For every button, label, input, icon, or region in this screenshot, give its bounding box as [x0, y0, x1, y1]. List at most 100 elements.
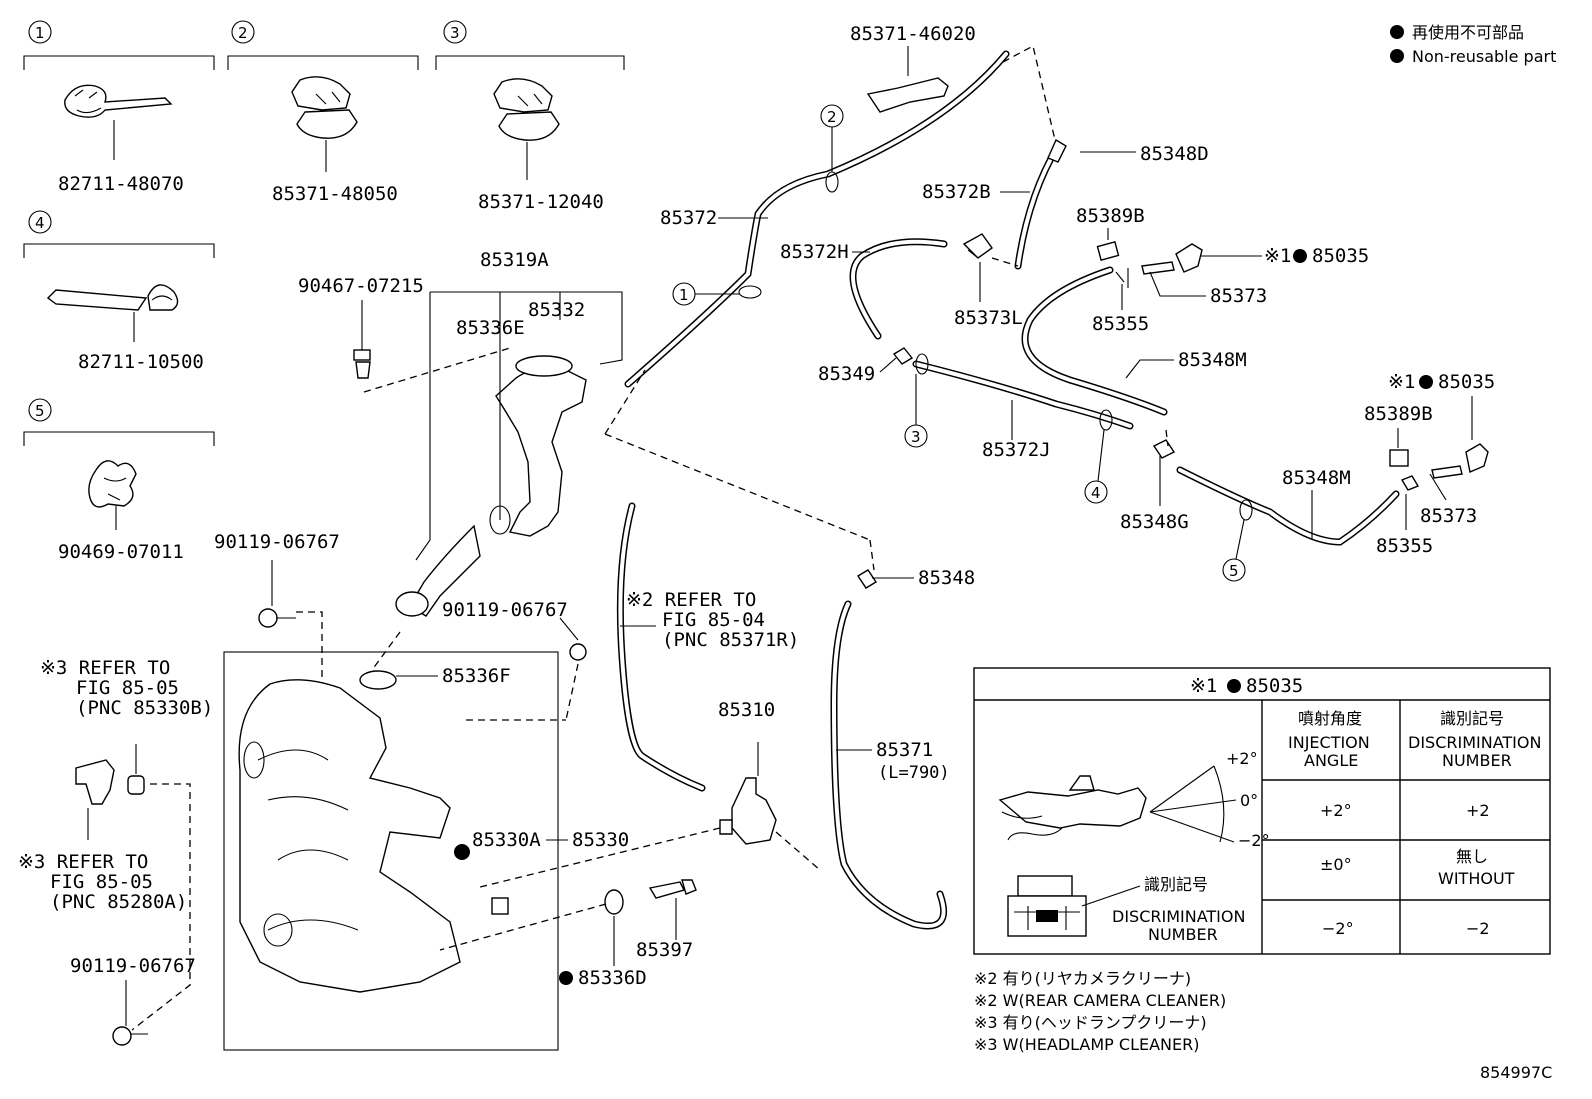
col-header: INJECTION: [1288, 733, 1370, 752]
connector-85389B-2[interactable]: [1389, 449, 1409, 467]
non-reusable-dot-icon: [1419, 375, 1433, 389]
hose-85371[interactable]: [830, 600, 948, 930]
table-cell: ±0°: [1320, 855, 1352, 874]
label: 85389B: [1364, 403, 1433, 425]
joint-85348[interactable]: [857, 569, 877, 589]
ident-label: 識別記号: [1144, 875, 1208, 894]
label: 85330A: [472, 829, 541, 851]
spray-angle: +2°: [1226, 749, 1258, 768]
svg-text:4: 4: [1091, 484, 1101, 502]
nozzle-85035-1[interactable]: [1141, 243, 1203, 275]
group-num: 1: [35, 24, 45, 42]
table-cell: +2: [1466, 801, 1490, 820]
labels: 85371-46020 85348D 85372B 85372 85372H 8…: [18, 23, 1495, 989]
group-3[interactable]: 3 85371-12040: [435, 20, 625, 213]
clamp-1-icon: [738, 285, 762, 299]
svg-text:5: 5: [1229, 562, 1239, 580]
note: ※3 有り(ヘッドランプクリーナ): [974, 1013, 1207, 1032]
label: 90119-06767: [442, 599, 568, 621]
group-num: 5: [35, 402, 45, 420]
clip-icon: [64, 84, 173, 118]
label: 85336E: [456, 317, 525, 339]
table-cell: −2: [1466, 919, 1490, 938]
label: 90119-06767: [70, 955, 196, 977]
joint-85373L[interactable]: [962, 233, 993, 259]
hose-85348M-lower[interactable]: [1176, 466, 1400, 546]
label: ※3 REFER TO: [40, 657, 170, 679]
joint-85355-2[interactable]: [1400, 475, 1420, 491]
table-cell: +2°: [1320, 801, 1352, 820]
nozzle-illustration-icon: [998, 765, 1237, 843]
hose-85372H[interactable]: [849, 238, 948, 340]
ident-label: NUMBER: [1148, 925, 1218, 944]
group-1[interactable]: 1 82711-48070: [23, 20, 215, 195]
joint-85349[interactable]: [892, 347, 914, 365]
group-4[interactable]: 4 82711-10500: [23, 210, 215, 373]
washer-tank-85330[interactable]: [238, 679, 461, 993]
hose-85348M-upper[interactable]: [1021, 266, 1168, 416]
label: (PNC 85330B): [76, 697, 213, 719]
clamp-5-icon: [1239, 499, 1253, 521]
label: 85332: [528, 299, 585, 321]
grommet[interactable]: [491, 897, 509, 915]
col-header: ANGLE: [1304, 751, 1358, 770]
clip-icon: [88, 460, 137, 508]
ident-label: DISCRIMINATION: [1112, 907, 1245, 926]
bolt-90119-c[interactable]: [112, 1026, 148, 1046]
label: (L=790): [878, 763, 950, 783]
label: 85035: [1438, 371, 1495, 393]
filler-pipe-85319A[interactable]: [395, 355, 587, 617]
legend-jp: 再使用不可部品: [1412, 23, 1524, 42]
table-title-part: 85035: [1246, 675, 1303, 697]
non-reusable-dot-icon: [1390, 49, 1404, 63]
label: FIG 85-05: [76, 677, 179, 699]
pump-85310[interactable]: [719, 777, 777, 845]
nozzle-85035-2[interactable]: [1431, 443, 1489, 479]
joint-85348G[interactable]: [1152, 429, 1176, 459]
label: ※1: [1388, 371, 1415, 393]
sensor-85397[interactable]: [648, 879, 697, 899]
non-reusable-dot-icon: [559, 971, 573, 985]
label: 85035: [1312, 245, 1369, 267]
label: 85372J: [982, 439, 1051, 461]
figure-code: 854997C: [1480, 1063, 1552, 1082]
group-5[interactable]: 5 90469-07011: [23, 398, 215, 563]
label: ※1: [1264, 245, 1291, 267]
seal-85336F[interactable]: [359, 670, 397, 690]
grommet-85330A[interactable]: [454, 844, 470, 860]
hose-85372B[interactable]: [1014, 138, 1067, 270]
legend: 再使用不可部品 Non-reusable part: [1390, 23, 1556, 66]
spray-angle: 0°: [1240, 791, 1258, 810]
table-cell: −2°: [1322, 919, 1354, 938]
group-num: 3: [450, 24, 460, 42]
connector-85389B-1[interactable]: [1096, 241, 1120, 261]
col-header: DISCRIMINATION: [1408, 733, 1541, 752]
label: (PNC 85280A): [50, 891, 187, 913]
hose-rear-camera[interactable]: [616, 502, 706, 792]
non-reusable-dot-icon: [1293, 249, 1307, 263]
callouts: 1 2 3 4 5: [672, 104, 1246, 582]
bolt-90119-b[interactable]: [569, 643, 587, 661]
hose-85372J[interactable]: [912, 353, 1134, 431]
part-number: 90469-07011: [58, 541, 184, 563]
clip-90467[interactable]: [353, 349, 371, 379]
hose-85372[interactable]: [624, 50, 1010, 388]
grommet-85330B-ref[interactable]: [127, 775, 145, 795]
label: 85349: [818, 363, 875, 385]
col-header: 噴射角度: [1298, 709, 1362, 728]
label: 85348D: [1140, 143, 1209, 165]
note: ※2 有り(リヤカメラクリーナ): [974, 969, 1191, 988]
cap-85332[interactable]: [515, 355, 573, 377]
pump-85280A-ref[interactable]: [75, 759, 115, 840]
label: 85348: [918, 567, 975, 589]
group-2[interactable]: 2 85371-48050: [227, 20, 419, 205]
clamp-3-icon: [915, 353, 929, 375]
part-number: 85371-48050: [272, 183, 398, 205]
label: 90119-06767: [214, 531, 340, 553]
seal-85336D[interactable]: [604, 889, 624, 915]
label: 85348M: [1282, 467, 1351, 489]
bolt-90119-a[interactable]: [258, 608, 296, 628]
spray-angle: −2°: [1238, 831, 1270, 850]
bracket-icon: [46, 284, 179, 311]
label: 85371-46020: [850, 23, 976, 45]
